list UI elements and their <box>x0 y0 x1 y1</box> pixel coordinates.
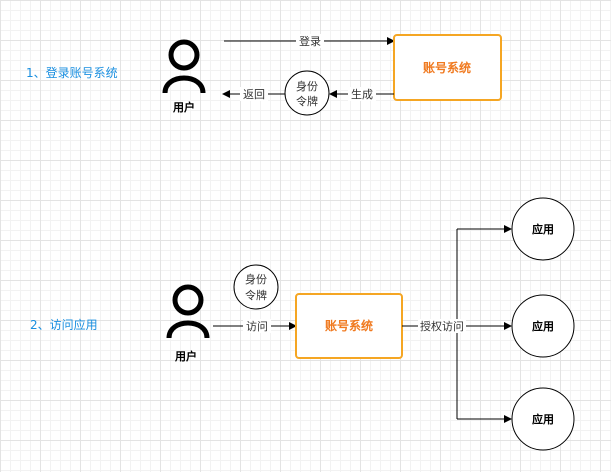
section1-account-system-box <box>393 34 502 101</box>
section2-token-line2: 令牌 <box>245 288 267 302</box>
user-icon <box>166 284 210 339</box>
edge-access-label: 访问 <box>246 320 268 333</box>
edge-authorized-label: 授权访问 <box>420 319 464 333</box>
section2-token-circle <box>233 264 279 310</box>
section2-label: 2、访问应用 <box>30 317 98 332</box>
section1-token-line1: 身份 <box>296 79 318 93</box>
section1-user-label: 用户 <box>173 100 195 114</box>
section1-account-system-label: 账号系统 <box>423 60 471 75</box>
app-node-2-label: 应用 <box>532 319 554 333</box>
section2-user-label: 用户 <box>175 349 197 363</box>
section1-token-line2: 令牌 <box>296 94 318 108</box>
app-node-1 <box>511 197 575 261</box>
edge-generate-label: 生成 <box>351 87 373 101</box>
edge-return-label: 返回 <box>243 88 265 101</box>
section2-token-line1: 身份 <box>245 272 267 286</box>
section2-account-system-label: 账号系统 <box>325 318 373 333</box>
edge-login-label: 登录 <box>299 34 321 48</box>
app-node-1-label: 应用 <box>532 222 554 236</box>
app-node-3 <box>511 387 575 451</box>
section1-label: 1、登录账号系统 <box>26 65 118 80</box>
app-node-3-label: 应用 <box>532 412 554 426</box>
section1-token-circle <box>284 70 330 116</box>
app-node-2 <box>511 294 575 358</box>
user-icon <box>162 39 206 94</box>
